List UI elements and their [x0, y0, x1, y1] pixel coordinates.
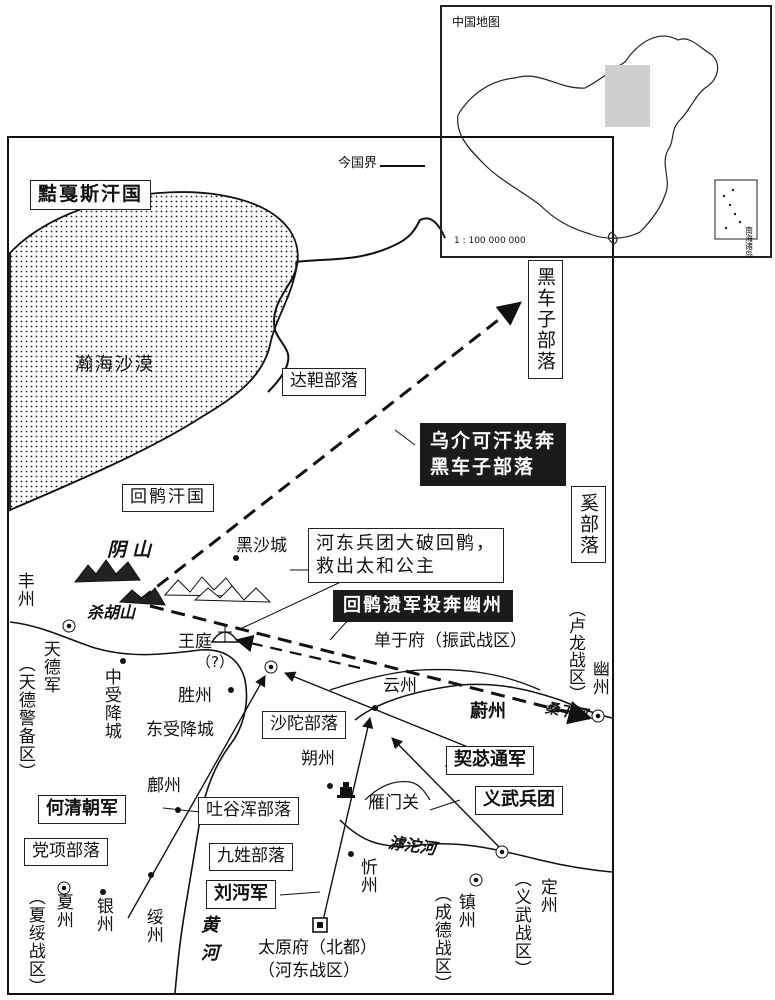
hutuo-river	[339, 819, 613, 873]
label-yinzhou: 银州	[92, 897, 113, 933]
callout-huihu-flee: 回鹘溃军投奔幽州	[333, 590, 513, 623]
label-weizhou: 蔚州	[470, 701, 506, 722]
fuzhou-dot	[175, 807, 181, 813]
yunzhou-dot	[372, 705, 378, 711]
label-hedong-zone: （河东战区）	[258, 961, 360, 981]
wangting-yurt-icon	[210, 626, 240, 643]
label-yiwu-zone: （义武战区）	[510, 870, 531, 978]
label-heishacheng: 黑沙城	[236, 536, 287, 556]
label-yunzhou: 云州	[383, 676, 417, 696]
callout-liumian: 刘沔军	[206, 880, 276, 909]
label-jiuxing: 九姓部落	[209, 843, 293, 871]
route-huihu-to-youzhou	[149, 604, 593, 725]
heishacheng-dot	[233, 555, 239, 561]
callout-yiwu: 义武兵团	[475, 786, 563, 815]
label-dongshou: 东受降城	[146, 720, 214, 740]
label-youzhou: 幽州	[588, 660, 609, 696]
arrow-liumian-north	[321, 716, 374, 926]
label-suizhou: 绥州	[142, 908, 163, 944]
suizhou-dot	[148, 872, 154, 878]
label-xiasui-zone: （夏绥战区）	[24, 888, 45, 996]
yinzhou-dot	[100, 889, 106, 895]
label-tiandejun: 天德军	[39, 640, 60, 694]
zhenzhou-marker	[469, 873, 483, 887]
label-shatuo: 沙陀部落	[262, 711, 346, 739]
youzhou-marker	[591, 709, 605, 723]
inset-title: 中国地图	[452, 15, 501, 29]
city-markers	[57, 619, 605, 895]
label-dingzhou: 定州	[536, 878, 557, 914]
callout-wujie-line1: 乌介可汗投奔	[430, 430, 557, 452]
label-shanyu: 单于府（振武战区）	[374, 631, 527, 651]
fengzhou-marker	[62, 619, 76, 633]
arrow-qibi	[283, 671, 501, 761]
inset-scale: 1 : 100 000 000	[454, 236, 526, 246]
label-fuzhou: 鄜州	[147, 776, 181, 796]
callout-wujie: 乌介可汗投奔 黑车子部落	[420, 423, 567, 487]
zhongshou-dot	[120, 658, 126, 664]
hanhai-desert-area	[9, 191, 299, 512]
shuozhou-dot	[327, 783, 333, 789]
label-tuguhun: 吐谷浑部落	[198, 797, 299, 825]
xinzhou-dot	[348, 851, 354, 857]
shanyu-marker	[264, 660, 278, 674]
callout-heqingchao: 何清朝军	[38, 795, 126, 824]
arrow-yiwu	[391, 737, 501, 849]
taiyuan-capital-icon	[312, 917, 328, 933]
label-zhenzhou: 镇州	[454, 893, 475, 929]
label-wangting: 王庭	[178, 632, 212, 652]
route-wujie-to-heichezi	[139, 301, 522, 602]
xiazhou-marker	[57, 881, 71, 895]
label-xiajiasi: 黠戛斯汗国	[30, 180, 152, 210]
inset-highlight-region	[605, 65, 650, 127]
label-lulong-zone: （卢龙战区）	[564, 600, 585, 702]
town-dots	[100, 555, 378, 895]
route-hedong-to-wangting	[235, 634, 361, 670]
inset-china-outline	[457, 35, 719, 245]
national-border-line	[267, 217, 446, 393]
south-sea-islands	[722, 188, 742, 230]
yellow-river	[9, 621, 248, 994]
yanmen-ridge	[364, 780, 431, 801]
label-fengzhou: 丰州	[13, 572, 34, 608]
shengzhou-dot	[228, 687, 234, 693]
label-taiyuan: 太原府（北都）	[258, 938, 377, 958]
yinshan-mountains	[73, 559, 272, 606]
map-frame	[7, 136, 614, 995]
label-yinshan: 阴山	[107, 539, 158, 561]
label-yanmen: 雁门关	[368, 793, 419, 813]
inset-south-sea-box	[714, 179, 758, 240]
callout-hedong-rescue-line2: 救出太和公主	[316, 556, 436, 578]
callout-hedong-rescue: 河东兵团大破回鹘， 救出太和公主	[308, 528, 504, 583]
label-chengde-zone: （成德战区）	[430, 885, 451, 993]
inset-south-sea-label: 南海诸岛	[745, 226, 753, 259]
label-hanhai: 瀚海沙漠	[75, 354, 155, 375]
label-xinzhou: 忻州	[356, 858, 377, 894]
dingzhou-marker	[495, 845, 509, 859]
label-shengzhou: 胜州	[178, 686, 212, 706]
label-shuozhou: 朔州	[301, 749, 335, 769]
label-heichezi: 黑车子部落	[528, 260, 563, 379]
legend-border-label: 今国界	[338, 156, 378, 171]
label-huihu: 回鹘汗国	[122, 484, 214, 512]
callout-qibi: 契苾通军	[446, 746, 534, 775]
yanmen-pass-icon	[337, 782, 355, 798]
sanggan-river-branch	[329, 668, 541, 691]
label-huanghe: 黄河	[197, 915, 219, 971]
inset-china-map: 中国地图 1 : 100 000 000 南海诸岛	[440, 5, 772, 259]
label-tiande-zone: （天德警备区）	[14, 655, 35, 781]
callout-hedong-rescue-line1: 河东兵团大破回鹘，	[316, 533, 496, 554]
label-xiazhou: 夏州	[52, 893, 73, 929]
label-xi: 奚部落	[571, 486, 606, 563]
label-zhongshou: 中受降城	[100, 668, 121, 740]
callout-wujie-line2: 黑车子部落	[430, 455, 536, 478]
label-dada: 达靼部落	[282, 368, 366, 396]
label-shahushan: 杀胡山	[87, 603, 136, 622]
label-wangting-q: （?）	[196, 653, 234, 671]
label-dangxiang: 党项部落	[24, 838, 108, 866]
